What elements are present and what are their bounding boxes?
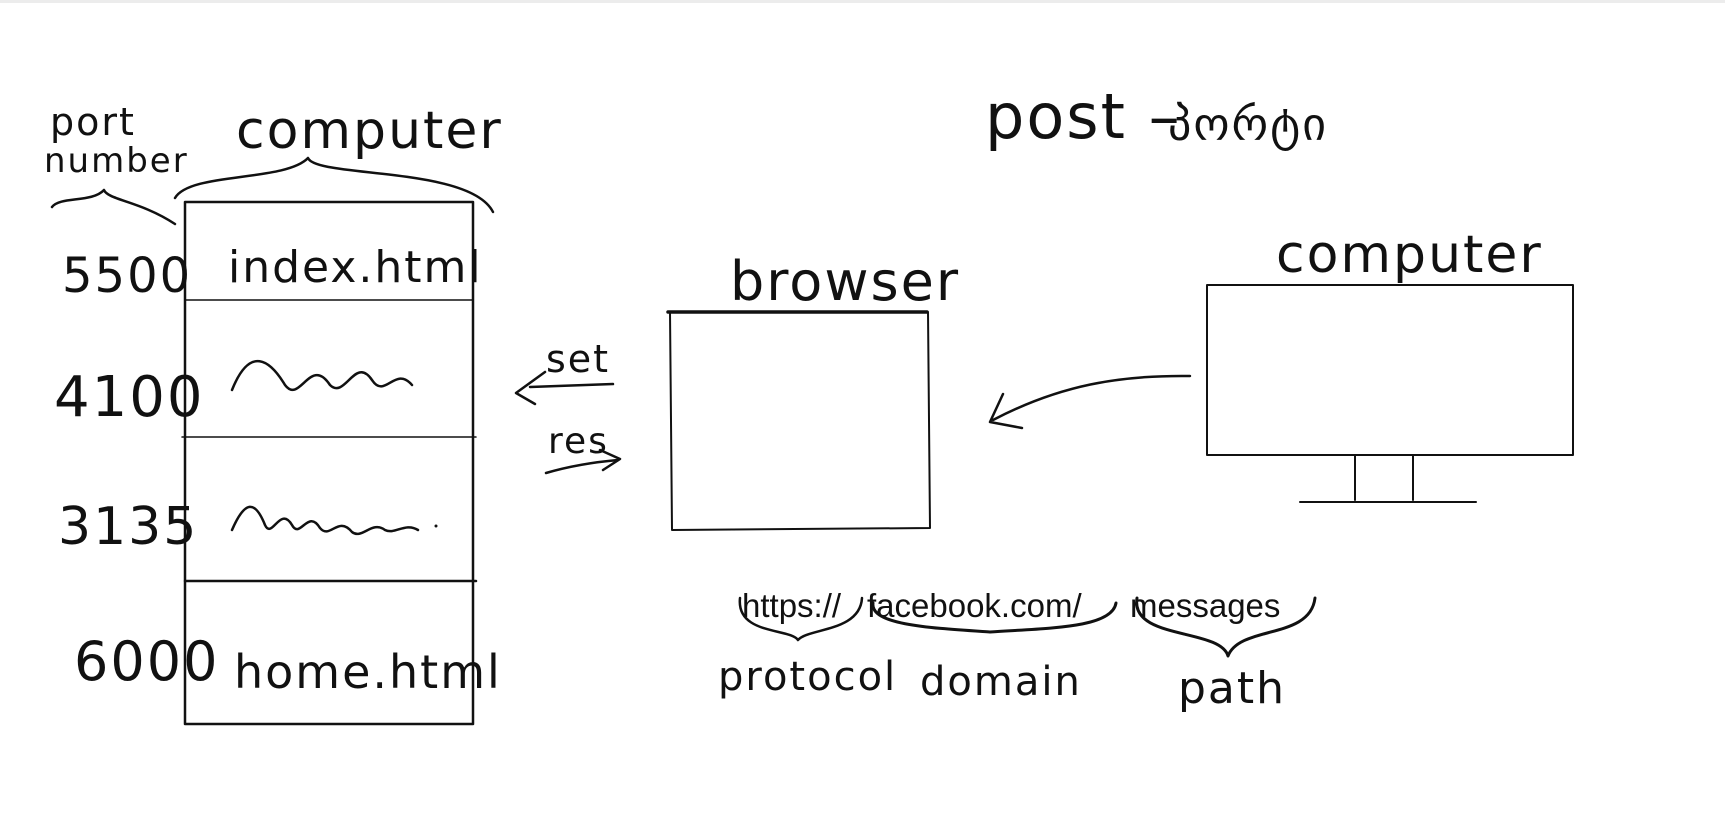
stack-heading: computer: [236, 101, 503, 161]
port-5500: 5500: [62, 248, 192, 304]
port-label-line2: number: [44, 141, 189, 181]
file-index-html: index.html: [228, 242, 483, 293]
monitor-to-browser-arrowhead: [988, 392, 1024, 430]
res-arrow-shaft: [544, 458, 620, 475]
title-group: post – პორტი: [985, 80, 1328, 153]
path-label: path: [1178, 663, 1286, 714]
browser-label: browser: [730, 250, 960, 313]
res-label: res: [548, 421, 609, 462]
title-prefix: post –: [985, 80, 1182, 153]
protocol-label: protocol: [718, 654, 897, 700]
path-brace: [1135, 596, 1317, 658]
request-arrows: set res: [514, 337, 622, 475]
monitor-screen: [1206, 284, 1574, 456]
set-label: set: [546, 337, 610, 381]
set-arrow-shaft: [528, 382, 615, 389]
top-border: [0, 0, 1725, 3]
url-domain: facebook.com/: [867, 587, 1082, 624]
port-label-line1: port: [50, 100, 136, 144]
title-script: პორტი: [1168, 97, 1328, 151]
browser-window: [669, 311, 931, 531]
port-file-stack: port number computer 5500 index.html 410…: [44, 100, 503, 726]
squiggle-dot: [434, 524, 438, 528]
url-path: messages: [1130, 587, 1280, 624]
port-3135: 3135: [58, 497, 198, 557]
protocol-brace: [738, 596, 864, 642]
url-anatomy: https:// facebook.com/ messages protocol…: [718, 587, 1317, 714]
res-arrow-head: [598, 448, 622, 472]
domain-label: domain: [920, 659, 1082, 705]
url-protocol: https://: [742, 587, 842, 624]
domain-brace: [871, 601, 1118, 634]
file-home-html: home.html: [234, 645, 502, 699]
monitor-label: computer: [1276, 225, 1543, 285]
set-arrow-head: [514, 370, 547, 406]
port-4100: 4100: [54, 365, 205, 430]
monitor-to-browser-arrow: [991, 374, 1192, 422]
port-brace: [50, 188, 177, 226]
squiggle-content-1: [230, 359, 414, 392]
squiggle-content-2: [230, 505, 420, 536]
computer-monitor: computer: [1206, 225, 1574, 503]
port-6000: 6000: [74, 630, 219, 693]
browser-diagram: browser: [666, 250, 960, 531]
computer-brace: [173, 156, 495, 214]
stack-frame: [183, 200, 475, 726]
